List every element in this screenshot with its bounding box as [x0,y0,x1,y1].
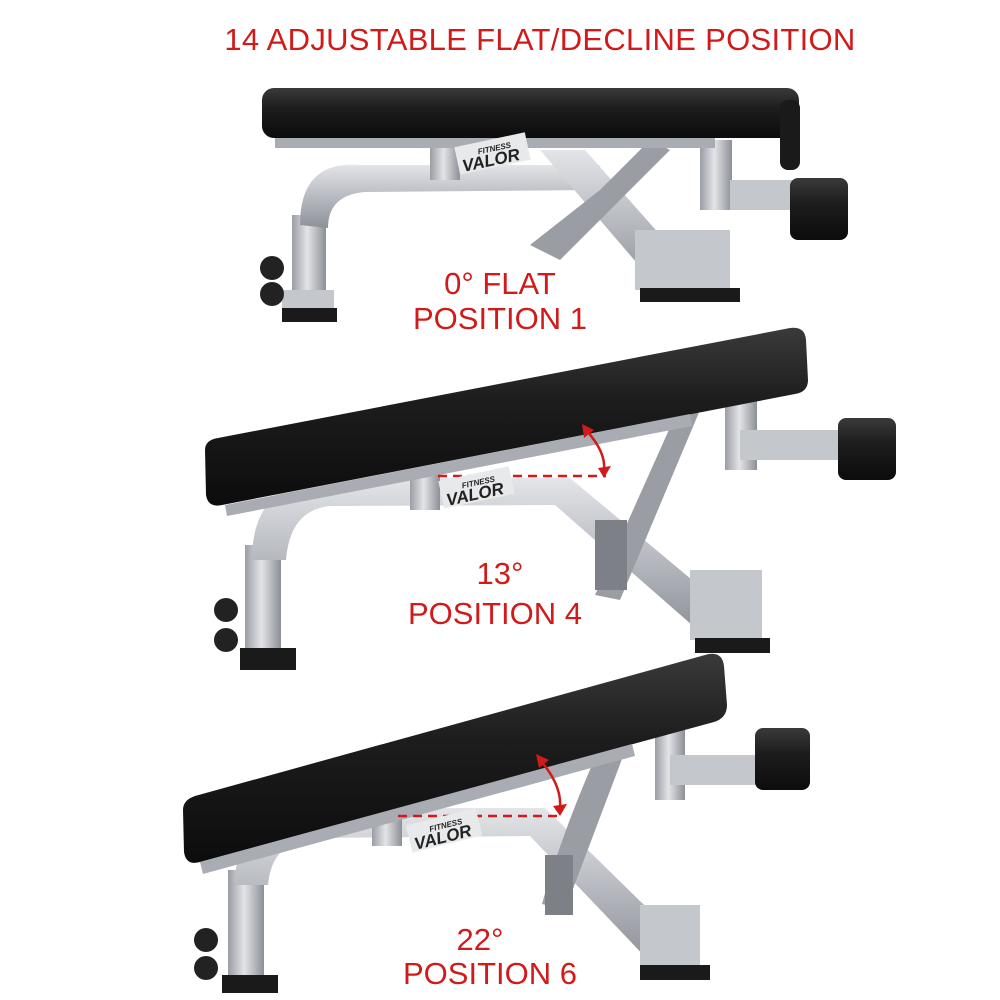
bench-rear-leg [245,545,281,655]
bench-adjust-sleeve [545,855,573,915]
bench-seat-pad [183,653,727,863]
angle-arrow-icon [582,424,594,438]
position-6-angle: 22° [456,922,504,957]
brand-plate [438,466,515,509]
bench-rear-cap [222,975,278,993]
bench-roller-pad [838,418,896,480]
bench-foot-cap [640,288,740,302]
page-title: 14 ADJUSTABLE FLAT/DECLINE POSITION [224,22,856,57]
bench-rear-foot [282,290,334,312]
position-1-label: POSITION 1 [413,301,587,336]
bench-leg-bar [670,755,770,785]
bench-wheel [260,256,284,280]
bench-front-foot [690,570,762,640]
bench-wheel [260,282,284,306]
bench-adjust-arm [530,140,670,260]
bench-adjust-sleeve [595,520,627,590]
angle-arrow-icon [553,804,567,816]
bench-pad-rail [225,414,692,516]
bench-front-foot [640,905,700,965]
bench-roller-pad [790,178,848,240]
bench-rear-leg [292,215,326,300]
bench-curved-frame [300,164,600,228]
bench-seat-pad [205,327,808,506]
position-4-label: POSITION 4 [408,596,582,631]
position-6-label: POSITION 6 [403,956,577,991]
bench-wheel [214,628,238,652]
brand-plate [454,132,531,175]
bench-pad-rail [200,744,635,874]
bench-front-foot [635,230,730,290]
bench-wheel [194,956,218,980]
bench-rear-leg [228,870,264,980]
bench-13deg: FITNESS VALOR [205,327,896,670]
bench-flat: FITNESS VALOR [260,88,848,322]
bench-leg-holder [700,140,732,210]
bench-wheel [194,928,218,952]
bench-leg-bar [740,430,840,460]
bench-rear-cap [282,308,337,322]
bench-22deg: FITNESS VALOR [183,653,810,993]
position-1-angle: 0° FLAT [444,266,556,301]
bench-wheel [214,598,238,622]
brand-plate [405,808,483,853]
position-4-angle: 13° [476,556,524,591]
angle-arrow-icon [598,466,611,478]
bench-pad-edge [780,100,800,170]
angle-arrow-icon [536,754,549,768]
bench-rear-cap [240,648,296,670]
bench-roller-pad [755,728,810,790]
bench-foot-cap [640,965,710,980]
bench-seat-pad [262,88,799,138]
bench-foot-cap [695,638,770,653]
